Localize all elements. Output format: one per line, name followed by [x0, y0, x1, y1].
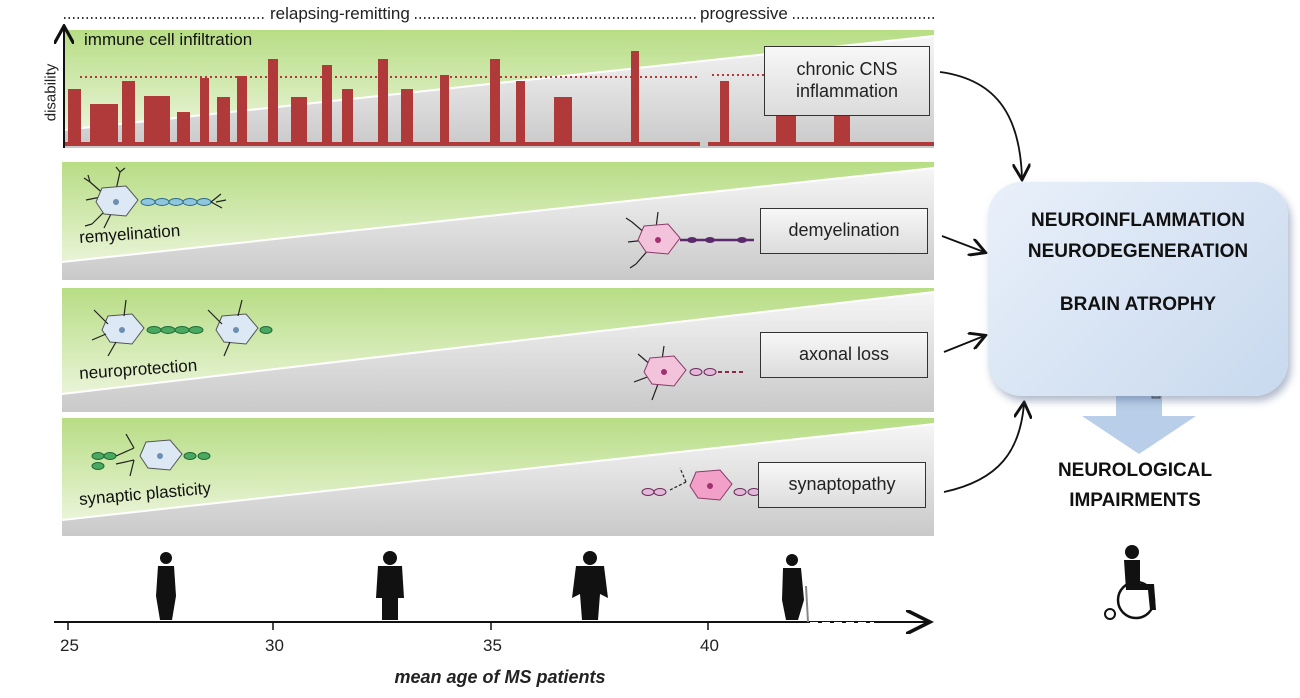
panel-neuroprotection: [61, 288, 935, 412]
outcome-line-1: NEUROLOGICAL: [1057, 460, 1213, 481]
phase-label-progressive: progressive: [696, 4, 792, 24]
hub-box: NEUROINFLAMMATION NEURODEGENERATION BRAI…: [988, 182, 1288, 396]
y-axis-title: disability: [42, 63, 60, 122]
tick-label: 35: [483, 636, 502, 655]
tick-label: 30: [265, 636, 284, 655]
x-axis-title: mean age of MS patients: [394, 667, 606, 687]
down-arrow-icon: [1082, 394, 1196, 454]
demyelination-box: demyelination: [760, 208, 928, 254]
person-icon: [156, 551, 809, 623]
synaptopathy-box: synaptopathy: [758, 462, 926, 508]
axonal-loss-box: axonal loss: [760, 332, 928, 378]
hub-line-brain-atrophy: BRAIN ATROPHY: [1059, 294, 1217, 315]
tick-label: 40: [700, 636, 719, 655]
tick-label: 25: [60, 636, 79, 655]
wheelchair-icon: [1104, 545, 1156, 620]
hub-line-neuroinflammation: NEUROINFLAMMATION: [1031, 210, 1245, 231]
chronic-inflammation-box: chronic CNS inflammation: [764, 46, 930, 116]
curved-arrow-icon: [939, 71, 1024, 493]
x-axis: [54, 622, 930, 630]
phase-label-relapsing: relapsing-remitting: [266, 4, 414, 24]
outcome-line-2: IMPAIRMENTS: [1069, 490, 1201, 511]
top-panel-title: immune cell infiltration: [84, 30, 253, 49]
neuron-icon: [83, 166, 761, 501]
hub-line-neurodegeneration: NEURODEGENERATION: [1027, 241, 1249, 262]
infiltration-bars: [68, 51, 850, 144]
